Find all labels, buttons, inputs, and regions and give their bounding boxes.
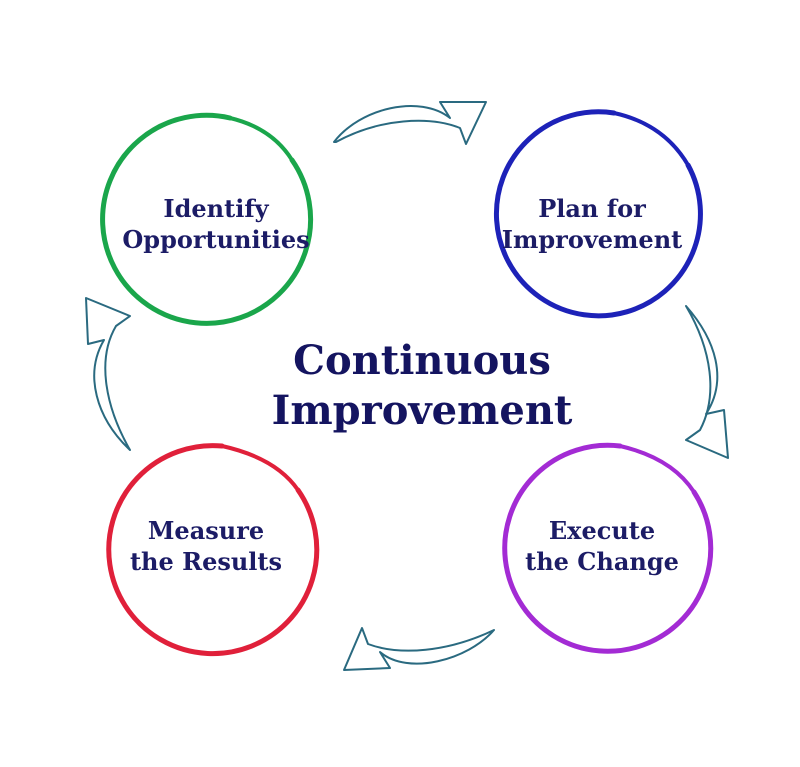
node-circle-execute <box>502 442 714 654</box>
title-line-1: Continuous <box>293 337 551 384</box>
arrow-plan-to-execute <box>685 305 729 459</box>
title-line-2: Improvement <box>271 387 573 434</box>
plan-ring <box>493 109 703 319</box>
arrow-execute-to-measure <box>343 627 495 671</box>
arrow-measure-to-identify <box>85 297 131 451</box>
node-circle-plan <box>493 109 703 319</box>
node-circle-identify <box>100 112 314 326</box>
identify-ring-tail <box>228 116 294 162</box>
measure-line-1: Measure <box>147 515 265 545</box>
node-label-execute: Execute the Change <box>525 515 679 577</box>
execute-ring <box>502 442 714 654</box>
plan-line-2: Improvement <box>501 225 683 254</box>
measure-ring-tail <box>220 444 300 492</box>
arrow-identify-to-plan <box>333 101 487 145</box>
node-label-identify: Identify Opportunities <box>122 193 309 255</box>
node-circle-measure <box>106 443 320 657</box>
execute-line-2: the Change <box>525 547 679 576</box>
identify-ring <box>100 112 314 326</box>
identify-line-2: Opportunities <box>122 225 310 254</box>
execute-line-1: Execute <box>548 515 656 545</box>
plan-line-1: Plan for <box>538 193 646 223</box>
node-label-measure: Measure the Results <box>130 515 282 577</box>
measure-line-2: the Results <box>129 547 283 576</box>
execute-ring-tail <box>618 444 696 494</box>
node-label-plan: Plan for Improvement <box>502 193 682 255</box>
measure-ring <box>106 443 320 657</box>
diagram-title: Continuous Improvement <box>272 336 573 436</box>
identify-line-1: Identify <box>163 193 269 223</box>
plan-ring-tail <box>612 111 690 167</box>
